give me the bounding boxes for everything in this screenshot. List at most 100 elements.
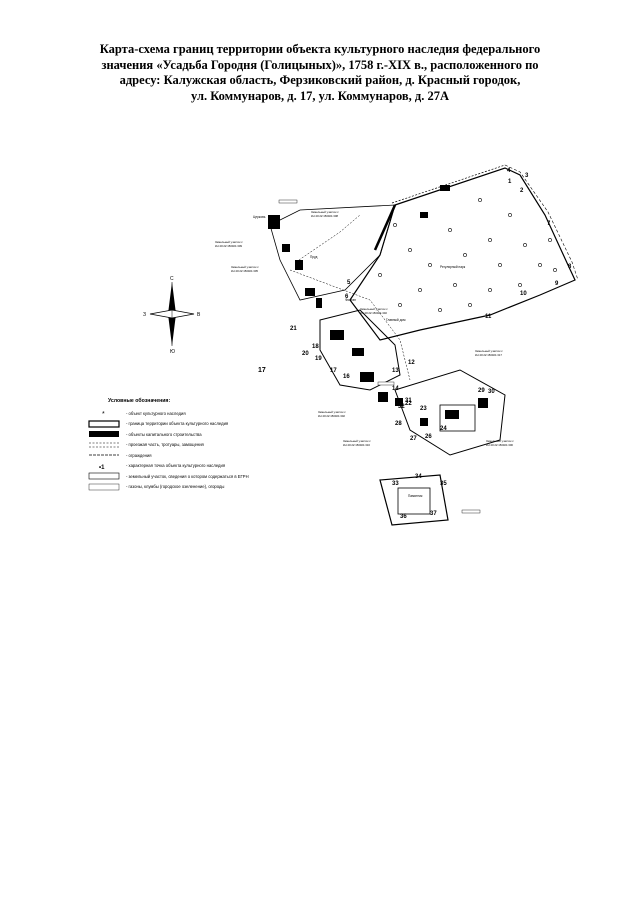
building-symbol-icon	[88, 430, 120, 438]
road-strip	[269, 204, 411, 381]
legend: Условные обозначения: * - объект культурн…	[88, 398, 298, 492]
boundary-point-30: 30	[488, 389, 495, 395]
parcel-caption-prefix: Земельный участок с	[231, 265, 259, 269]
parcel-caption-prefix: Земельный участок с	[486, 439, 514, 443]
legend-item-label: - ограждения	[126, 452, 152, 458]
boundary-point-28: 28	[395, 421, 402, 427]
scale-markers	[278, 199, 481, 514]
legend-item-label: - земельный участок, сведения о котором …	[126, 473, 249, 479]
region-label: 17	[258, 367, 266, 374]
boundary-point-7: 7	[547, 221, 551, 227]
svg-text:*: *	[102, 411, 105, 417]
legend-item-label: - граница территории объекта культурного…	[126, 421, 229, 427]
parcel-caption-prefix: Земельный участок с	[311, 210, 339, 214]
parcel-caption: КН 40:22:150401:317	[475, 353, 502, 357]
legend-title: Условные обозначения:	[108, 398, 171, 404]
fountain-label: Фонтан	[345, 298, 356, 302]
boundary-point-8: 8	[568, 264, 572, 270]
compass-west: З	[143, 312, 146, 318]
boundary-point-34: 34	[415, 474, 422, 480]
legend-item: - ограждения	[88, 450, 298, 461]
church-label: Церковь	[253, 215, 266, 219]
boundary-point-4: 4	[507, 168, 511, 174]
boundary-point-26: 26	[425, 434, 432, 440]
boundary-point-13: 13	[392, 368, 399, 374]
park-label: Регулярный парк	[440, 265, 466, 269]
parcel-caption: КН 40:22:150401:305	[231, 269, 258, 273]
compass-rose-icon	[149, 282, 195, 346]
svg-text:•1: •1	[99, 465, 105, 470]
map-title: Карта-схема границ территории объекта ку…	[40, 42, 600, 104]
legend-item-label: - объект культурного наследия	[126, 410, 186, 416]
boundary-point-24: 24	[440, 426, 447, 432]
parcel-caption: КН 40:22:150401:316	[343, 443, 370, 447]
house-label: Главный дом	[386, 318, 405, 322]
boundary-points: 1234567891011121314151617181920212223242…	[290, 168, 572, 520]
park-area	[349, 164, 579, 341]
lawn-symbol-icon	[88, 483, 120, 491]
boundary-point-12: 12	[408, 360, 415, 366]
boundary-point-17: 17	[330, 368, 337, 374]
boundary-point-25: 25	[450, 411, 457, 417]
boundary-point-2: 2	[520, 188, 524, 194]
title-line: Карта-схема границ территории объекта ку…	[99, 42, 541, 56]
title-line: значения «Усадьба Городня (Голицыных)», …	[101, 57, 539, 72]
star-symbol-icon: *	[88, 409, 120, 417]
parcel-caption: КН 40:22:150401:340	[360, 311, 387, 315]
boundary-point-29: 29	[478, 388, 485, 394]
legend-item: * - объект культурного наследия	[88, 408, 298, 419]
boundary-point-20: 20	[302, 351, 309, 357]
boundary-point-22: 22	[405, 401, 412, 407]
boundary-point-18: 18	[312, 344, 319, 350]
legend-item-label: - газоны, клумбы (городское озеленение),…	[126, 484, 225, 490]
legend-item: - граница территории объекта культурного…	[88, 419, 298, 430]
parcel-se	[394, 369, 506, 456]
road-symbol-icon	[88, 441, 120, 449]
boundary-point-5: 5	[347, 280, 351, 286]
legend-item: - объекты капитального строительства	[88, 429, 298, 440]
boundary-point-33: 33	[392, 481, 399, 487]
legend-item: - земельный участок, сведения о котором …	[88, 471, 298, 482]
parcel-captions: Земельный участок с КН 40:22:150401:308 …	[215, 210, 514, 447]
boundary-point-21: 21	[290, 326, 297, 332]
legend-item: •1 - характерная точка объекта культурног…	[88, 461, 298, 472]
legend-item-label: - объекты капитального строительства	[126, 431, 202, 437]
parcel-caption-prefix: Земельный участок с	[475, 349, 503, 353]
boundary-point-23: 23	[420, 406, 427, 412]
boundary-point-9: 9	[555, 281, 559, 287]
fence-symbol-icon	[88, 451, 120, 459]
boundary-point-27: 27	[410, 436, 417, 442]
boundary-point-15: 15	[380, 396, 387, 402]
compass-north: С	[170, 276, 174, 282]
boundary-point-36: 36	[400, 514, 407, 520]
title-line: ул. Коммунаров, д. 17, ул. Коммунаров, д…	[191, 88, 449, 103]
legend-item-label: - характерная точка объекта культурного …	[126, 463, 226, 469]
parcel-caption-prefix: Земельный участок с	[318, 410, 346, 414]
monument-label: Памятник	[408, 494, 423, 498]
park-trees	[378, 198, 557, 312]
legend-item: - проезжая часть, тротуары, замощения	[88, 440, 298, 451]
boundary-point-37: 37	[430, 511, 437, 517]
parcel-caption-prefix: Земельный участок с	[215, 240, 243, 244]
legend-item-label: - проезжая часть, тротуары, замощения	[126, 442, 204, 448]
boundary-point-11: 11	[485, 314, 492, 320]
parcel-bottom	[379, 474, 449, 526]
parcel-caption-prefix: Земельный участок с	[360, 307, 388, 311]
parcel-caption: КН 40:22:150401:309	[215, 244, 242, 248]
boundary-point-31: 31	[405, 398, 412, 404]
boundary-point-32: 32	[398, 404, 405, 410]
pond-label: Пруд	[310, 255, 318, 259]
parcel-caption: КН 40:22:150401:302	[318, 414, 345, 418]
parcel-caption-prefix: Земельный участок с	[343, 439, 371, 443]
legend-item: - газоны, клумбы (городское озеленение),…	[88, 482, 298, 493]
boundary-point-14: 14	[392, 386, 399, 392]
boundary-symbol-icon	[88, 420, 120, 428]
point-symbol-icon: •1	[88, 462, 120, 470]
boundary-point-1: 1	[508, 179, 512, 185]
parcel-symbol-icon	[88, 472, 120, 480]
compass-east: В	[197, 312, 201, 318]
boundary-point-10: 10	[520, 291, 527, 297]
building-cluster	[268, 185, 450, 406]
parcel-caption: КН 40:22:150401:300	[486, 443, 513, 447]
boundary-point-35: 35	[440, 481, 447, 487]
